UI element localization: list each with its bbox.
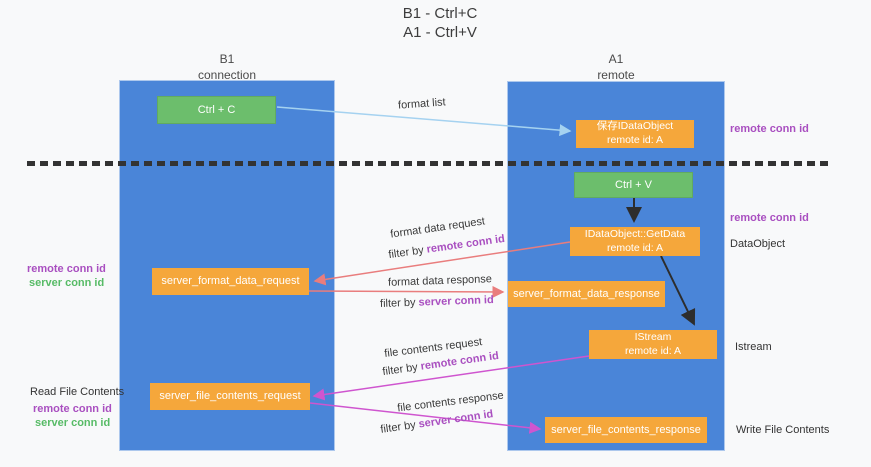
server-conn-id-label-left1: server conn id xyxy=(29,277,105,289)
right-column-subtitle: remote xyxy=(597,67,635,82)
format-list-arrow xyxy=(276,106,572,137)
ctrl-v-node: Ctrl + V xyxy=(574,172,693,198)
server-file-contents-response-label: server_file_contents_response xyxy=(551,423,701,436)
filter-prefix: filter by xyxy=(379,296,419,310)
diagram-title: B1 - Ctrl+C A1 - Ctrl+V xyxy=(330,5,550,43)
getdata-to-istream-arrow xyxy=(660,255,696,326)
idataobject-getdata-node: IDataObject::GetData remote id: A xyxy=(570,227,700,256)
getdata-line2: remote id: A xyxy=(606,241,664,254)
right-column-title: A1 xyxy=(608,52,624,66)
format-data-response-arrow xyxy=(308,285,505,298)
ctrl-c-node: Ctrl + C xyxy=(157,96,276,124)
remote-conn-id-label-top: remote conn id xyxy=(730,123,809,135)
left-column-subtitle: connection xyxy=(197,67,257,82)
server-file-contents-request-node: server_file_contents_request xyxy=(150,383,310,410)
server-file-contents-request-label: server_file_contents_request xyxy=(159,390,301,403)
ctrl-c-label: Ctrl + C xyxy=(197,103,236,116)
right-column-header: A1 remote xyxy=(546,52,686,83)
istream-line2: remote id: A xyxy=(624,344,682,357)
server-format-data-response-label: server_format_data_response xyxy=(513,287,660,300)
dataobject-label: DataObject xyxy=(730,238,786,250)
format-data-request-arrow xyxy=(313,241,571,286)
server-conn-id-label-left2: server conn id xyxy=(35,417,111,429)
save-dataobject-line2: remote id: A xyxy=(606,134,664,146)
ctrl-v-label: Ctrl + V xyxy=(615,178,652,191)
read-file-contents-label: Read File Contents xyxy=(30,386,125,398)
istream-node: IStream remote id: A xyxy=(589,330,717,359)
server-format-data-request-label: server_format_data_request xyxy=(161,275,300,288)
title-line-2: A1 - Ctrl+V xyxy=(403,23,477,41)
machine-boundary-dashed-line xyxy=(27,161,833,166)
file-contents-response-arrow xyxy=(309,402,542,434)
getdata-line1: IDataObject::GetData xyxy=(584,227,686,240)
save-dataobject-line1: 保存IDataObject xyxy=(596,120,674,133)
istream-line1: IStream xyxy=(634,330,672,343)
server-format-data-request-node: server_format_data_request xyxy=(152,268,309,295)
save-dataobject-node: 保存IDataObject remote id: A xyxy=(576,120,694,148)
remote-conn-id-label-left1: remote conn id xyxy=(27,263,106,275)
title-line-1: B1 - Ctrl+C xyxy=(402,5,478,22)
server-file-contents-response-node: server_file_contents_response xyxy=(545,417,707,443)
left-column-title: B1 xyxy=(219,52,235,66)
write-file-contents-label: Write File Contents xyxy=(736,424,830,436)
file-contents-request-arrow xyxy=(312,355,590,401)
left-column-header: B1 connection xyxy=(157,52,297,83)
remote-conn-id-label-left2: remote conn id xyxy=(33,403,112,415)
istream-side-label: Istream xyxy=(735,341,772,353)
remote-conn-id-label-mid: remote conn id xyxy=(730,212,809,224)
server-format-data-response-node: server_format_data_response xyxy=(508,281,665,307)
